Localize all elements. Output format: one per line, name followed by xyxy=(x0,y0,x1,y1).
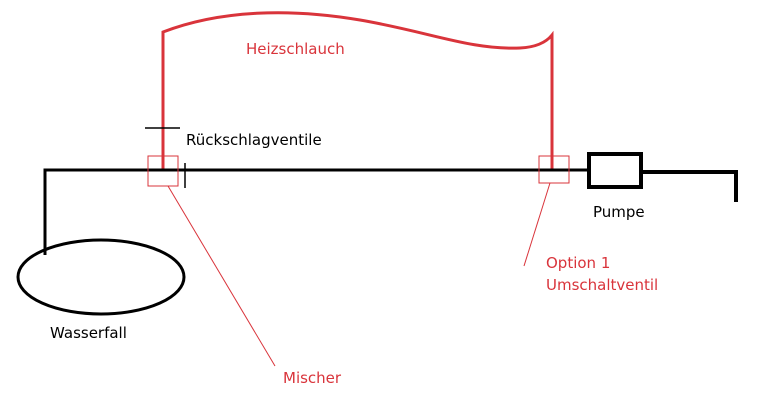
heating-hose xyxy=(161,11,554,170)
option-pointer xyxy=(523,182,551,267)
heizschlauch-label: Heizschlauch xyxy=(246,40,345,58)
rueckschlagventile-label: Rückschlagventile xyxy=(186,131,322,149)
mischer-pointer xyxy=(167,185,276,367)
mischer-label: Mischer xyxy=(283,369,342,387)
waterfall-pool xyxy=(16,238,186,316)
switch-valve-box xyxy=(538,155,570,184)
pump-body xyxy=(587,152,643,189)
wasserfall-label: Wasserfall xyxy=(50,324,127,342)
option-label-line1: Option 1 xyxy=(546,254,610,272)
main-pipe xyxy=(43,168,588,255)
mixer-box xyxy=(147,155,179,187)
pumpe-label: Pumpe xyxy=(593,203,645,221)
option-label-line2: Umschaltventil xyxy=(546,276,658,294)
outlet-pipe xyxy=(641,170,738,202)
